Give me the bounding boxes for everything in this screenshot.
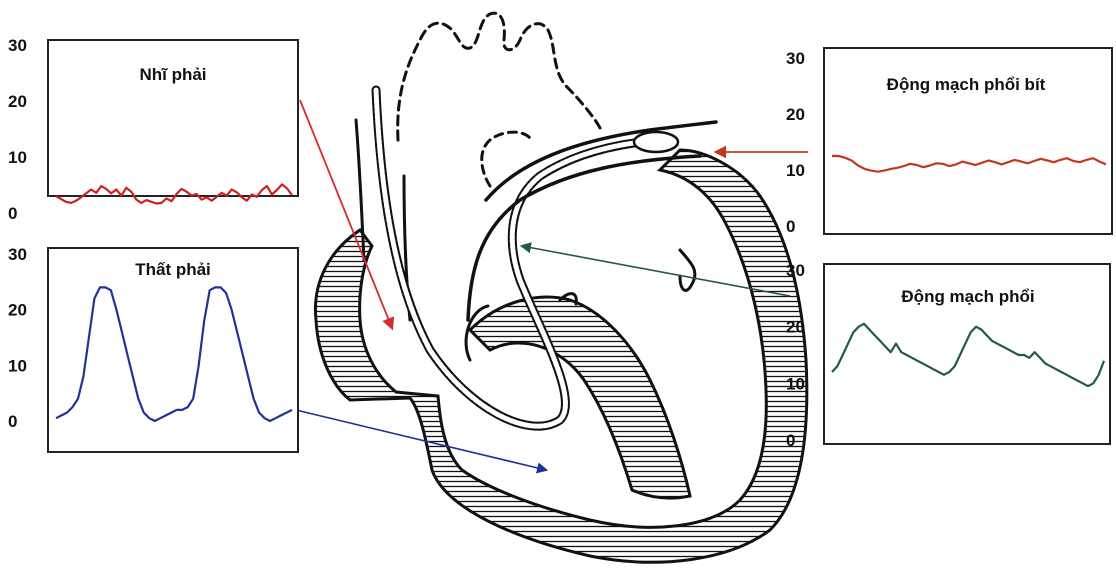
- tick-label: 20: [786, 318, 805, 337]
- panel-frame: [48, 40, 298, 196]
- left-atrial-appendage: [680, 250, 695, 290]
- panel-right-ventricle: 30 20 10 0 Thất phải: [8, 245, 298, 452]
- tick-label: 30: [786, 261, 805, 280]
- tick-label: 10: [786, 161, 805, 180]
- septum: [470, 297, 690, 498]
- panel-title: Động mạch phổi: [901, 287, 1034, 306]
- panel-right-atrium: 30 20 10 0 Nhĩ phải: [8, 36, 298, 223]
- tick-label: 10: [8, 148, 27, 167]
- panel-title: Thất phải: [135, 260, 211, 279]
- tick-label: 0: [786, 217, 795, 236]
- panel-title: Động mạch phổi bít: [887, 75, 1046, 94]
- tick-label: 20: [786, 105, 805, 124]
- heart-drawing: [315, 13, 806, 562]
- aortic-root-dashed: [482, 132, 530, 186]
- pulmonary-artery-wall-bottom: [468, 156, 700, 320]
- tick-label: 30: [786, 49, 805, 68]
- tick-label: 30: [8, 36, 27, 55]
- panel-pulmonary-artery: 30 20 10 0 Động mạch phổi: [786, 261, 1110, 450]
- panel-pulmonary-wedge: 30 20 10 0 Động mạch phổi bít: [786, 48, 1112, 236]
- tick-label: 30: [8, 245, 27, 264]
- tick-label: 20: [8, 92, 27, 111]
- tick-label: 10: [8, 356, 27, 375]
- tick-label: 10: [786, 374, 805, 393]
- tick-label: 20: [8, 301, 27, 320]
- tick-label: 0: [786, 431, 795, 450]
- tick-label: 0: [8, 412, 17, 431]
- catheter-balloon-tip: [634, 132, 678, 152]
- aorta-outline: [398, 13, 600, 140]
- tick-label: 0: [8, 204, 17, 223]
- panel-title: Nhĩ phải: [139, 65, 206, 84]
